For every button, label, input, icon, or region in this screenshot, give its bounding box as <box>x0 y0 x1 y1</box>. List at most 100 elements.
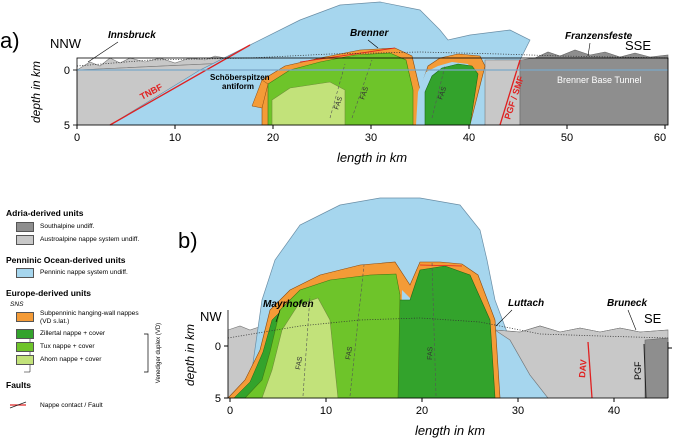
legend-penninic: Penninic nappe system undiff. <box>40 269 128 276</box>
b-label-dav: DAV <box>577 359 589 378</box>
a-y-ticks <box>73 69 77 126</box>
a-brenner-pointer <box>367 39 379 49</box>
a-label-fas-3: FAS <box>437 86 448 101</box>
b-label-pgf: PGF <box>633 361 643 380</box>
b-fas-line-2 <box>349 264 365 397</box>
b-zillertal <box>395 265 496 399</box>
b-dir-left: NW <box>200 309 222 324</box>
b-y-axis-label: depth in km <box>183 324 197 386</box>
legend-europe-title: Europe-derived units <box>6 288 92 298</box>
b-place-bruneck: Bruneck <box>607 298 647 309</box>
b-x-tick-0: 0 <box>227 405 233 417</box>
a-label-fas-2: FAS <box>359 86 370 101</box>
panel-a: 0 10 20 30 40 50 60 0 5 a) NNW SSE Innsb… <box>0 1 669 165</box>
legend-ahorn: Ahorn nappe + cover <box>40 356 102 363</box>
legend-zillertal: Zillertal nappe + cover <box>40 330 106 337</box>
a-fas-line-1 <box>329 63 346 119</box>
a-label-schoeber2: antiform <box>222 82 254 91</box>
a-x-tick-labels: 0 10 20 30 40 50 60 <box>74 132 666 144</box>
legend-subpenninic-2: (VD s.lat.) <box>40 318 70 325</box>
legend-swatch-tux <box>16 342 34 352</box>
legend-swatch-ahorn <box>16 355 34 365</box>
b-southalpine <box>644 337 669 399</box>
legend-southalpine: Southalpine undiff. <box>40 223 95 230</box>
b-place-mayrhofen: Mayrhofen <box>263 299 314 310</box>
legend-faults-title: Faults <box>6 380 32 390</box>
legend-swatch-subpenninic <box>16 312 34 322</box>
a-dir-left: NNW <box>50 36 82 51</box>
a-x-tick-20: 20 <box>267 132 279 144</box>
b-y-ticks <box>224 345 672 399</box>
legend-tux: Tux nappe + cover <box>40 343 95 350</box>
a-y-axis-label: depth in km <box>29 61 43 123</box>
a-x-tick-50: 50 <box>561 132 573 144</box>
legend-swatch-zillertal <box>16 329 34 339</box>
a-x-tick-60: 60 <box>654 132 666 144</box>
b-panel-label: b) <box>178 228 198 253</box>
b-ahorn <box>261 297 339 399</box>
a-subpenninic-tip <box>251 79 269 109</box>
a-x-tick-0: 0 <box>74 132 80 144</box>
a-innsbruck-pointer <box>87 41 119 63</box>
a-place-innsbruck: Innsbruck <box>108 30 156 41</box>
b-label-fas-1: FAS <box>295 356 304 371</box>
a-label-tunnel: Brenner Base Tunnel <box>557 75 642 85</box>
a-axes-frame <box>76 57 669 126</box>
a-dir-right: SSE <box>625 38 651 53</box>
legend-swatch-penninic <box>16 268 34 278</box>
b-x-tick-labels: 0 10 20 30 40 <box>227 405 620 417</box>
a-x-tick-40: 40 <box>463 132 475 144</box>
legend-faults: Nappe contact / Fault <box>40 402 103 409</box>
legend-sns: SNS <box>10 301 24 308</box>
b-topo-line <box>494 325 669 333</box>
a-x-tick-30: 30 <box>365 132 377 144</box>
b-fault-orange-top <box>419 264 463 267</box>
b-fas-line-3 <box>431 261 437 397</box>
b-fault-dav <box>587 341 593 399</box>
b-place-luttach: Luttach <box>508 298 544 309</box>
a-southalpine <box>519 49 669 126</box>
a-y-tick-0: 0 <box>64 65 70 77</box>
b-dir-right: SE <box>644 311 662 326</box>
b-x-tick-30: 30 <box>512 405 524 417</box>
b-label-fas-2: FAS <box>345 346 354 361</box>
b-y-tick-0: 0 <box>215 341 221 353</box>
b-y-tick-5: 5 <box>215 393 221 405</box>
b-surface-dotted <box>227 317 669 339</box>
a-zillertal <box>424 63 479 126</box>
a-panel-label: a) <box>0 28 20 53</box>
a-y-tick-5: 5 <box>64 120 70 132</box>
b-label-fas-3: FAS <box>427 346 434 360</box>
a-label-schoeber1: Schöberspitzen <box>210 73 270 82</box>
legend-austroalpine: Austroalpine nappe system undiff. <box>40 236 140 243</box>
a-franzensfeste-pointer <box>587 42 591 57</box>
a-place-brenner: Brenner <box>350 28 389 39</box>
b-luttach-pointer <box>495 309 513 327</box>
a-x-ticks <box>76 125 666 129</box>
b-fas-line-1 <box>302 295 311 397</box>
a-label-fas-1: FAS <box>333 96 344 111</box>
legend-subpenninic-1: Subpenninic hanging-wall nappes <box>40 310 139 317</box>
b-x-axis-label: length in km <box>415 423 485 438</box>
b-x-tick-40: 40 <box>608 405 620 417</box>
a-fault-pgf <box>499 59 521 126</box>
b-x-tick-10: 10 <box>320 405 332 417</box>
legend-swatch-austroalpine <box>16 235 34 245</box>
b-fault-pgf <box>643 343 647 399</box>
a-surface-dotted <box>76 51 669 67</box>
b-y-tick-labels: 0 5 <box>215 341 221 405</box>
legend-fault-symbol <box>9 401 27 409</box>
b-bruneck-pointer <box>627 309 637 331</box>
b-x-ticks <box>229 398 615 402</box>
a-fault-orange-top <box>299 47 396 63</box>
a-x-tick-10: 10 <box>169 132 181 144</box>
b-mayrhofen-pointer <box>275 309 281 323</box>
legend-vd-label: Venediger duplex (VD) <box>156 323 162 383</box>
a-place-franzensfeste: Franzensfeste <box>565 31 633 42</box>
legend: Adria-derived units Southalpine undiff. … <box>6 208 206 418</box>
legend-adria-title: Adria-derived units <box>6 208 84 218</box>
b-x-tick-20: 20 <box>416 405 428 417</box>
a-fas-line-3 <box>431 65 446 119</box>
a-y-tick-labels: 0 5 <box>64 65 70 132</box>
